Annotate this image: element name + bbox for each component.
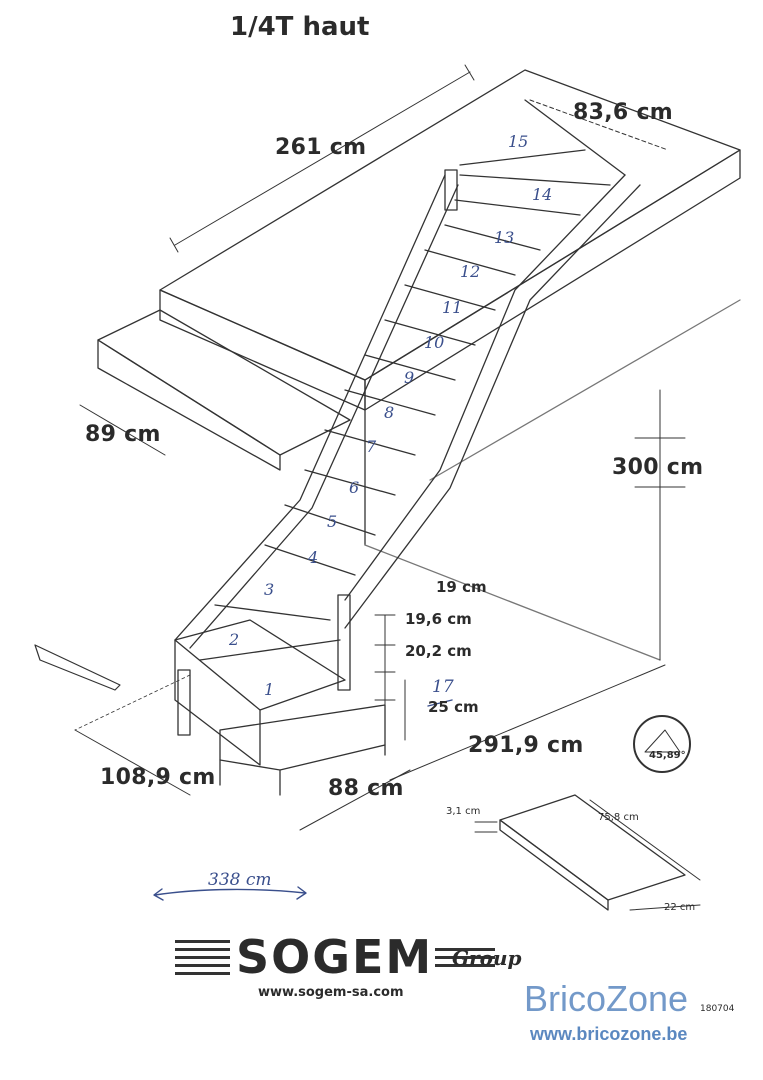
right-stringer-inner [344, 184, 641, 629]
step-number: 9 [404, 368, 415, 387]
straight-treads [264, 249, 516, 576]
diagram-title: 1/4T haut [230, 12, 370, 42]
dim-label-2919: 291,9 cm [468, 733, 584, 758]
step-number: 3 [264, 580, 275, 599]
step-number: 7 [366, 437, 377, 456]
left-stringer-inner [189, 184, 459, 649]
dim-label-261: 261 cm [275, 135, 367, 160]
tread-1 [174, 619, 346, 711]
dim-label-1089: 108,9 cm [100, 765, 216, 790]
bottom-post-left [177, 669, 191, 736]
sogem-logo-stripes [175, 940, 495, 975]
tread-thickness-label: 3,1 cm [446, 806, 481, 817]
tread-length-label: 75,8 cm [598, 812, 639, 823]
angle-label: 45,89° [649, 750, 686, 761]
dim-label-19: 19 cm [436, 578, 487, 596]
step-number: 4 [308, 548, 319, 567]
tread-depth-label: 22 cm [664, 902, 696, 913]
right-stringer-outer [344, 174, 626, 601]
dim-label-202: 20,2 cm [405, 642, 472, 660]
step-number: 5 [327, 512, 338, 531]
wall-line-2 [429, 299, 741, 481]
dim-label-300: 300 cm [612, 455, 704, 480]
step-number: 13 [494, 228, 515, 247]
lower-slab-front [97, 339, 281, 471]
dim-label-17-handwritten: 17 [432, 677, 454, 697]
dim-89-line [79, 404, 166, 456]
top-newel [444, 169, 458, 211]
watermark-url: www.bricozone.be [530, 1024, 688, 1044]
step-number: 6 [349, 478, 360, 497]
saw-icon [34, 644, 121, 691]
brand-name: SOGEM [236, 930, 434, 984]
angle-circle [633, 715, 691, 773]
step-number: 2 [229, 630, 240, 649]
brand-group: Group [452, 946, 522, 970]
handwritten-338: 338 cm [208, 870, 272, 890]
brand-code: 180704 [700, 1004, 735, 1014]
bottom-newel-right [337, 594, 351, 691]
dim-label-89: 89 cm [85, 422, 161, 447]
step-number: 14 [532, 185, 553, 204]
dim-label-25: 25 cm [428, 698, 479, 716]
dim-label-88: 88 cm [328, 776, 404, 801]
step-number: 8 [384, 403, 395, 422]
step-number: 10 [424, 333, 445, 352]
step-number: 1 [264, 680, 275, 699]
upper-slab-front [159, 289, 366, 411]
dim-label-83: 83,6 cm [573, 100, 674, 125]
dim-label-196: 19,6 cm [405, 610, 472, 628]
left-stringer-outer [174, 174, 446, 641]
step-number: 12 [460, 262, 481, 281]
dim-83-line [529, 99, 669, 151]
dim-108-line [74, 729, 191, 796]
tread-detail-front [499, 819, 609, 911]
wall-base [364, 544, 661, 661]
tread-detail-top [499, 794, 686, 901]
step-number: 15 [508, 132, 529, 151]
step-number: 11 [442, 298, 463, 317]
dim-88-line [299, 769, 411, 831]
watermark-name: BricoZone [524, 978, 689, 1019]
brand-url: www.sogem-sa.com [258, 985, 404, 1000]
upper-slab-side [364, 149, 741, 411]
handwritten-arrow [154, 888, 306, 896]
base-block [219, 704, 386, 771]
dim-291-line [389, 664, 666, 781]
dim-261-line [174, 71, 471, 246]
